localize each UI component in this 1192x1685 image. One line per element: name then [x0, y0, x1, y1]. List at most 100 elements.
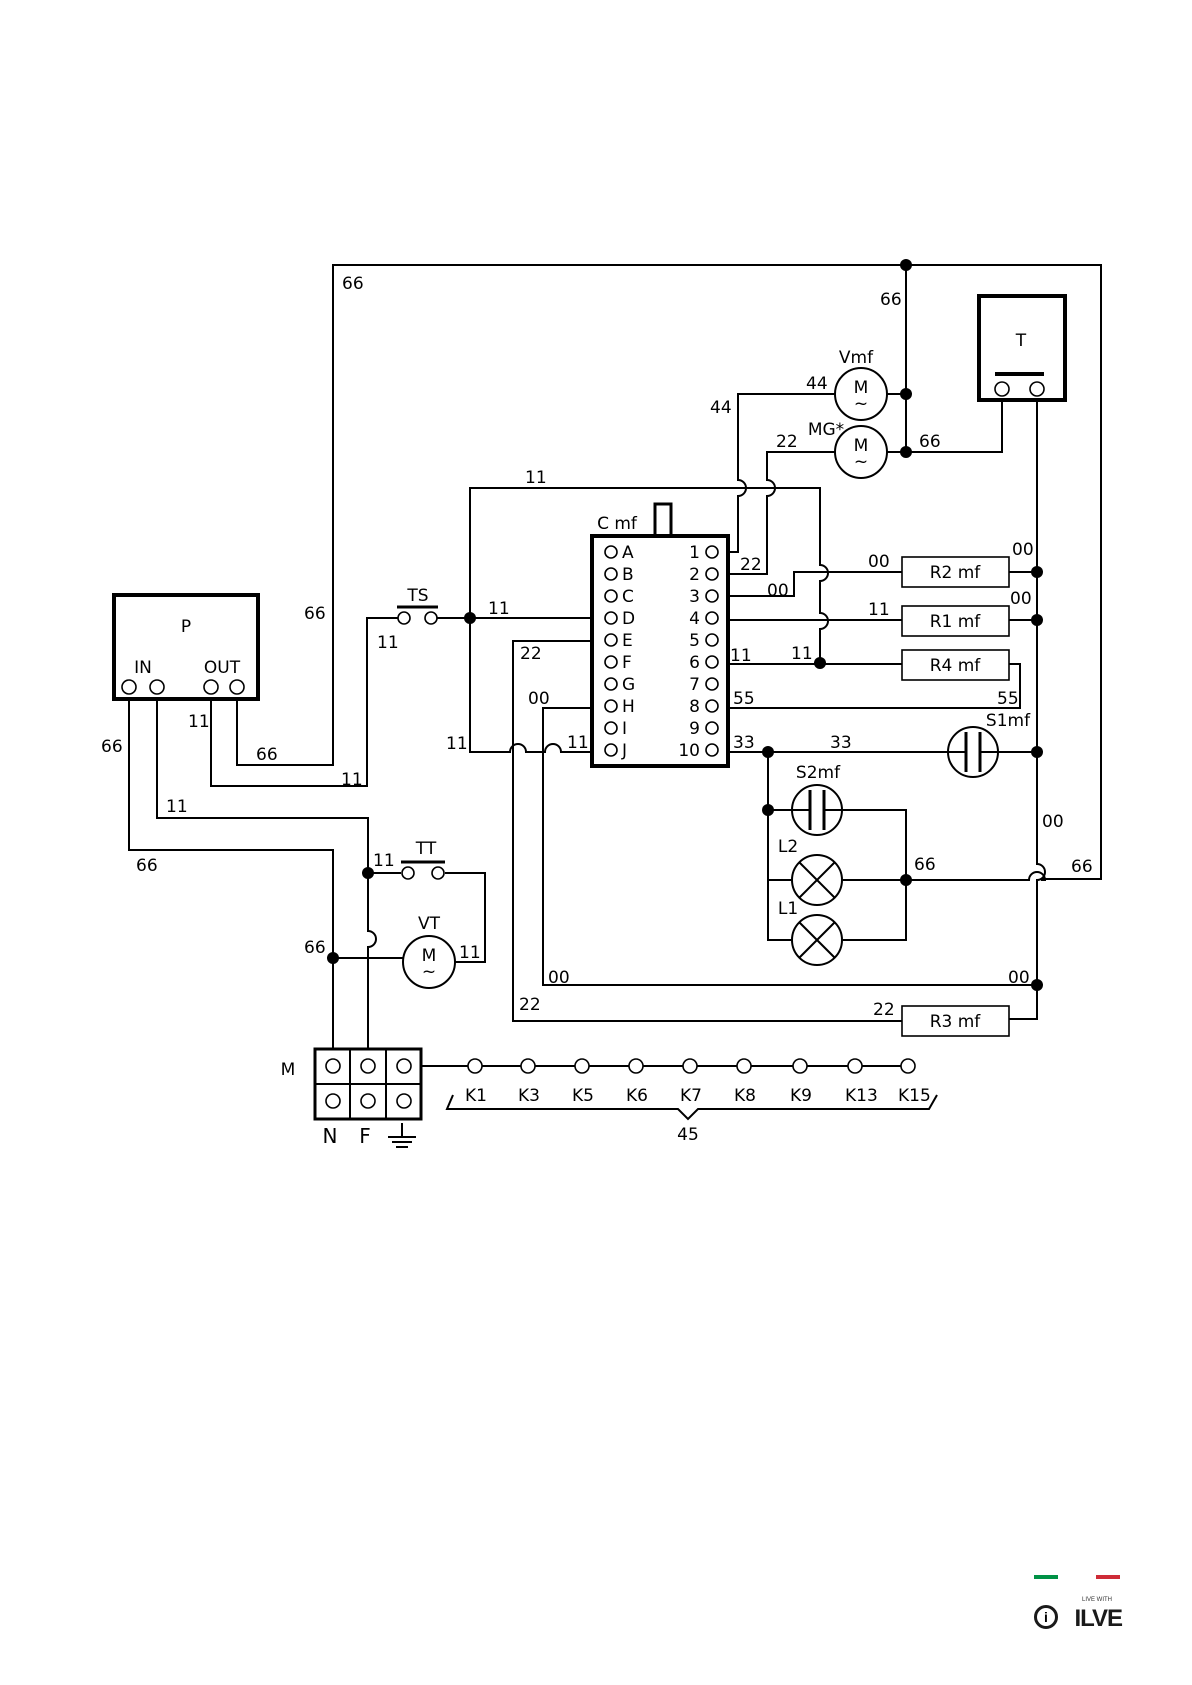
- connector-label: K6: [626, 1086, 648, 1106]
- wire-label: 00: [1042, 812, 1064, 832]
- r4-label: R4 mf: [930, 656, 982, 676]
- c-right-pin-label: 5: [689, 631, 700, 651]
- vt-label: VT: [418, 914, 441, 934]
- wire-label: 66: [101, 737, 123, 757]
- wire-label: 11: [377, 633, 399, 653]
- wire-label: 66: [304, 604, 326, 624]
- motor-vt: M ~ VT: [402, 914, 456, 989]
- wire-label: 66: [880, 290, 902, 310]
- c-left-pin-label: D: [622, 609, 635, 629]
- wire-label: 33: [830, 733, 852, 753]
- wire-label: 00: [1010, 589, 1032, 609]
- wire-label: 11: [791, 644, 813, 664]
- l2-label: L2: [778, 837, 798, 857]
- c-right-pin-label: 6: [689, 653, 700, 673]
- wire-label: 00: [868, 552, 890, 572]
- vmf-motor-sub: ~: [854, 394, 868, 414]
- c-left-pin: [604, 655, 618, 669]
- motor-vmf: M ~ Vmf: [834, 348, 888, 421]
- c-right-pin: [705, 699, 719, 713]
- connector-label: K15: [898, 1086, 931, 1106]
- resistor-r1: R1 mf: [901, 605, 1010, 637]
- connector-terminal: [682, 1058, 698, 1074]
- connector-brace: 45: [445, 1094, 938, 1145]
- connector-terminal: [736, 1058, 752, 1074]
- wire-label: 00: [767, 581, 789, 601]
- connector-label: K1: [465, 1086, 487, 1106]
- wire-label: 22: [740, 555, 762, 575]
- c-left-pin: [604, 633, 618, 647]
- lamp-l2: L2: [778, 837, 843, 906]
- r3-label: R3 mf: [930, 1012, 982, 1032]
- wire-label: 44: [710, 398, 732, 418]
- c-right-pin: [705, 655, 719, 669]
- tt-label: TT: [415, 839, 437, 859]
- wire-label: 11: [166, 797, 188, 817]
- wire-label: 11: [567, 733, 589, 753]
- s2mf-label: S2mf: [796, 763, 841, 783]
- vmf-motor-glyph: M: [854, 378, 869, 398]
- m-f-label: F: [359, 1124, 371, 1148]
- c-left-pin-label: B: [622, 565, 634, 585]
- c-left-pin-label: G: [622, 675, 635, 695]
- motor-mg: M ~ MG*: [808, 420, 888, 479]
- wire-label: 11: [341, 770, 363, 790]
- connector-terminal: [792, 1058, 808, 1074]
- vt-motor-sub: ~: [422, 962, 436, 982]
- wire-label: 11: [188, 712, 210, 732]
- mg-label: MG*: [808, 420, 844, 440]
- logo-brand: ILVE: [1074, 1605, 1123, 1632]
- mg-motor-sub: ~: [854, 452, 868, 472]
- c-right-pin-label: 3: [689, 587, 700, 607]
- vt-motor-glyph: M: [422, 946, 437, 966]
- connector-terminal: [520, 1058, 536, 1074]
- wire-label: 00: [528, 689, 550, 709]
- c-left-pin: [604, 611, 618, 625]
- connector-label: K9: [790, 1086, 812, 1106]
- c-mf-title: C mf: [597, 514, 638, 534]
- wire-label: 11: [868, 600, 890, 620]
- t-title: T: [1015, 331, 1027, 351]
- c-right-pin: [705, 589, 719, 603]
- wire-label: 00: [548, 968, 570, 988]
- contact-s2mf: S2mf: [791, 763, 843, 836]
- component-t: T: [977, 294, 1067, 402]
- connector-terminal: [847, 1058, 863, 1074]
- wire-label: 11: [373, 851, 395, 871]
- wire-label: 44: [806, 374, 828, 394]
- c-left-pin: [604, 589, 618, 603]
- wire-label: 66: [342, 274, 364, 294]
- c-right-pin: [705, 721, 719, 735]
- c-left-pin-label: A: [622, 543, 634, 563]
- c-right-pin: [705, 633, 719, 647]
- connector-label: K3: [518, 1086, 540, 1106]
- wire-label: 22: [519, 995, 541, 1015]
- connector-group-label: 45: [677, 1125, 699, 1145]
- connector-terminal: [628, 1058, 644, 1074]
- wire-label: 00: [1012, 540, 1034, 560]
- wire-label: 66: [914, 855, 936, 875]
- p-in-label: IN: [134, 658, 152, 678]
- c-right-pin-label: 9: [689, 719, 700, 739]
- connector-terminal: [467, 1058, 483, 1074]
- wire-label: 33: [733, 733, 755, 753]
- wire-label: 11: [525, 468, 547, 488]
- wire-label: 66: [136, 856, 158, 876]
- c-left-pin: [604, 699, 618, 713]
- r1-label: R1 mf: [930, 612, 982, 632]
- switch-tt: TT: [401, 839, 445, 880]
- contact-s1mf: S1mf: [947, 711, 1031, 778]
- c-right-pin-label: 8: [689, 697, 700, 717]
- vmf-label: Vmf: [839, 348, 874, 368]
- ilve-logo: LIVE WITH i ILVE: [1032, 1575, 1123, 1645]
- terminal-block-m: M N F: [281, 1047, 423, 1148]
- wire-number-labels: 66 66 66 44 44 22 11 22 00 00 00 00 11 1…: [101, 274, 1093, 1020]
- c-right-pin: [705, 677, 719, 691]
- m-title: M: [281, 1060, 296, 1080]
- p-out-label: OUT: [204, 658, 241, 678]
- c-left-pin-label: H: [622, 697, 635, 717]
- c-right-pin-label: 2: [689, 565, 700, 585]
- connector-label: K13: [845, 1086, 878, 1106]
